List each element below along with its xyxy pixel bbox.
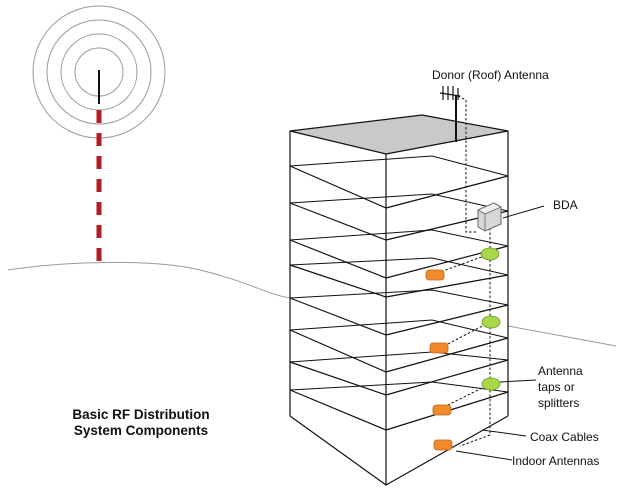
bda-label: BDA — [553, 198, 578, 212]
donor-antenna-icon — [439, 86, 461, 142]
bda-icon — [477, 202, 502, 232]
indoor-antenna-icon — [432, 404, 452, 416]
leader-lines — [455, 205, 545, 461]
antenna-tap-icon — [480, 247, 500, 261]
ground-line-left — [7, 261, 293, 299]
diagram-caption: Basic RF Distribution System Components — [46, 407, 236, 439]
caption-line-2: System Components — [73, 423, 209, 438]
antenna-tap-icons — [480, 247, 501, 391]
antenna-taps-label: Antenna taps or splitters — [538, 363, 583, 411]
indoor-antenna-icons — [425, 269, 453, 451]
antenna-taps-label-line: Antenna — [538, 364, 583, 378]
building — [289, 114, 509, 486]
indoor-antenna-icon — [429, 342, 449, 354]
donor-antenna-label: Donor (Roof) Antenna — [432, 68, 549, 82]
ground-line-right — [507, 325, 617, 347]
caption-line-1: Basic RF Distribution — [72, 407, 210, 422]
antenna-taps-label-line: splitters — [538, 396, 580, 410]
indoor-antennas-label: Indoor Antennas — [512, 454, 600, 468]
indoor-antenna-icon — [425, 269, 445, 281]
antenna-tap-icon — [481, 377, 501, 391]
cell-tower-icon — [32, 5, 166, 264]
coax-cables — [439, 95, 491, 447]
indoor-antenna-icon — [433, 439, 453, 451]
building-roof — [289, 114, 509, 155]
antenna-tap-icon — [481, 315, 501, 329]
coax-cables-label: Coax Cables — [530, 430, 599, 444]
antenna-taps-label-line: taps or — [538, 380, 575, 394]
